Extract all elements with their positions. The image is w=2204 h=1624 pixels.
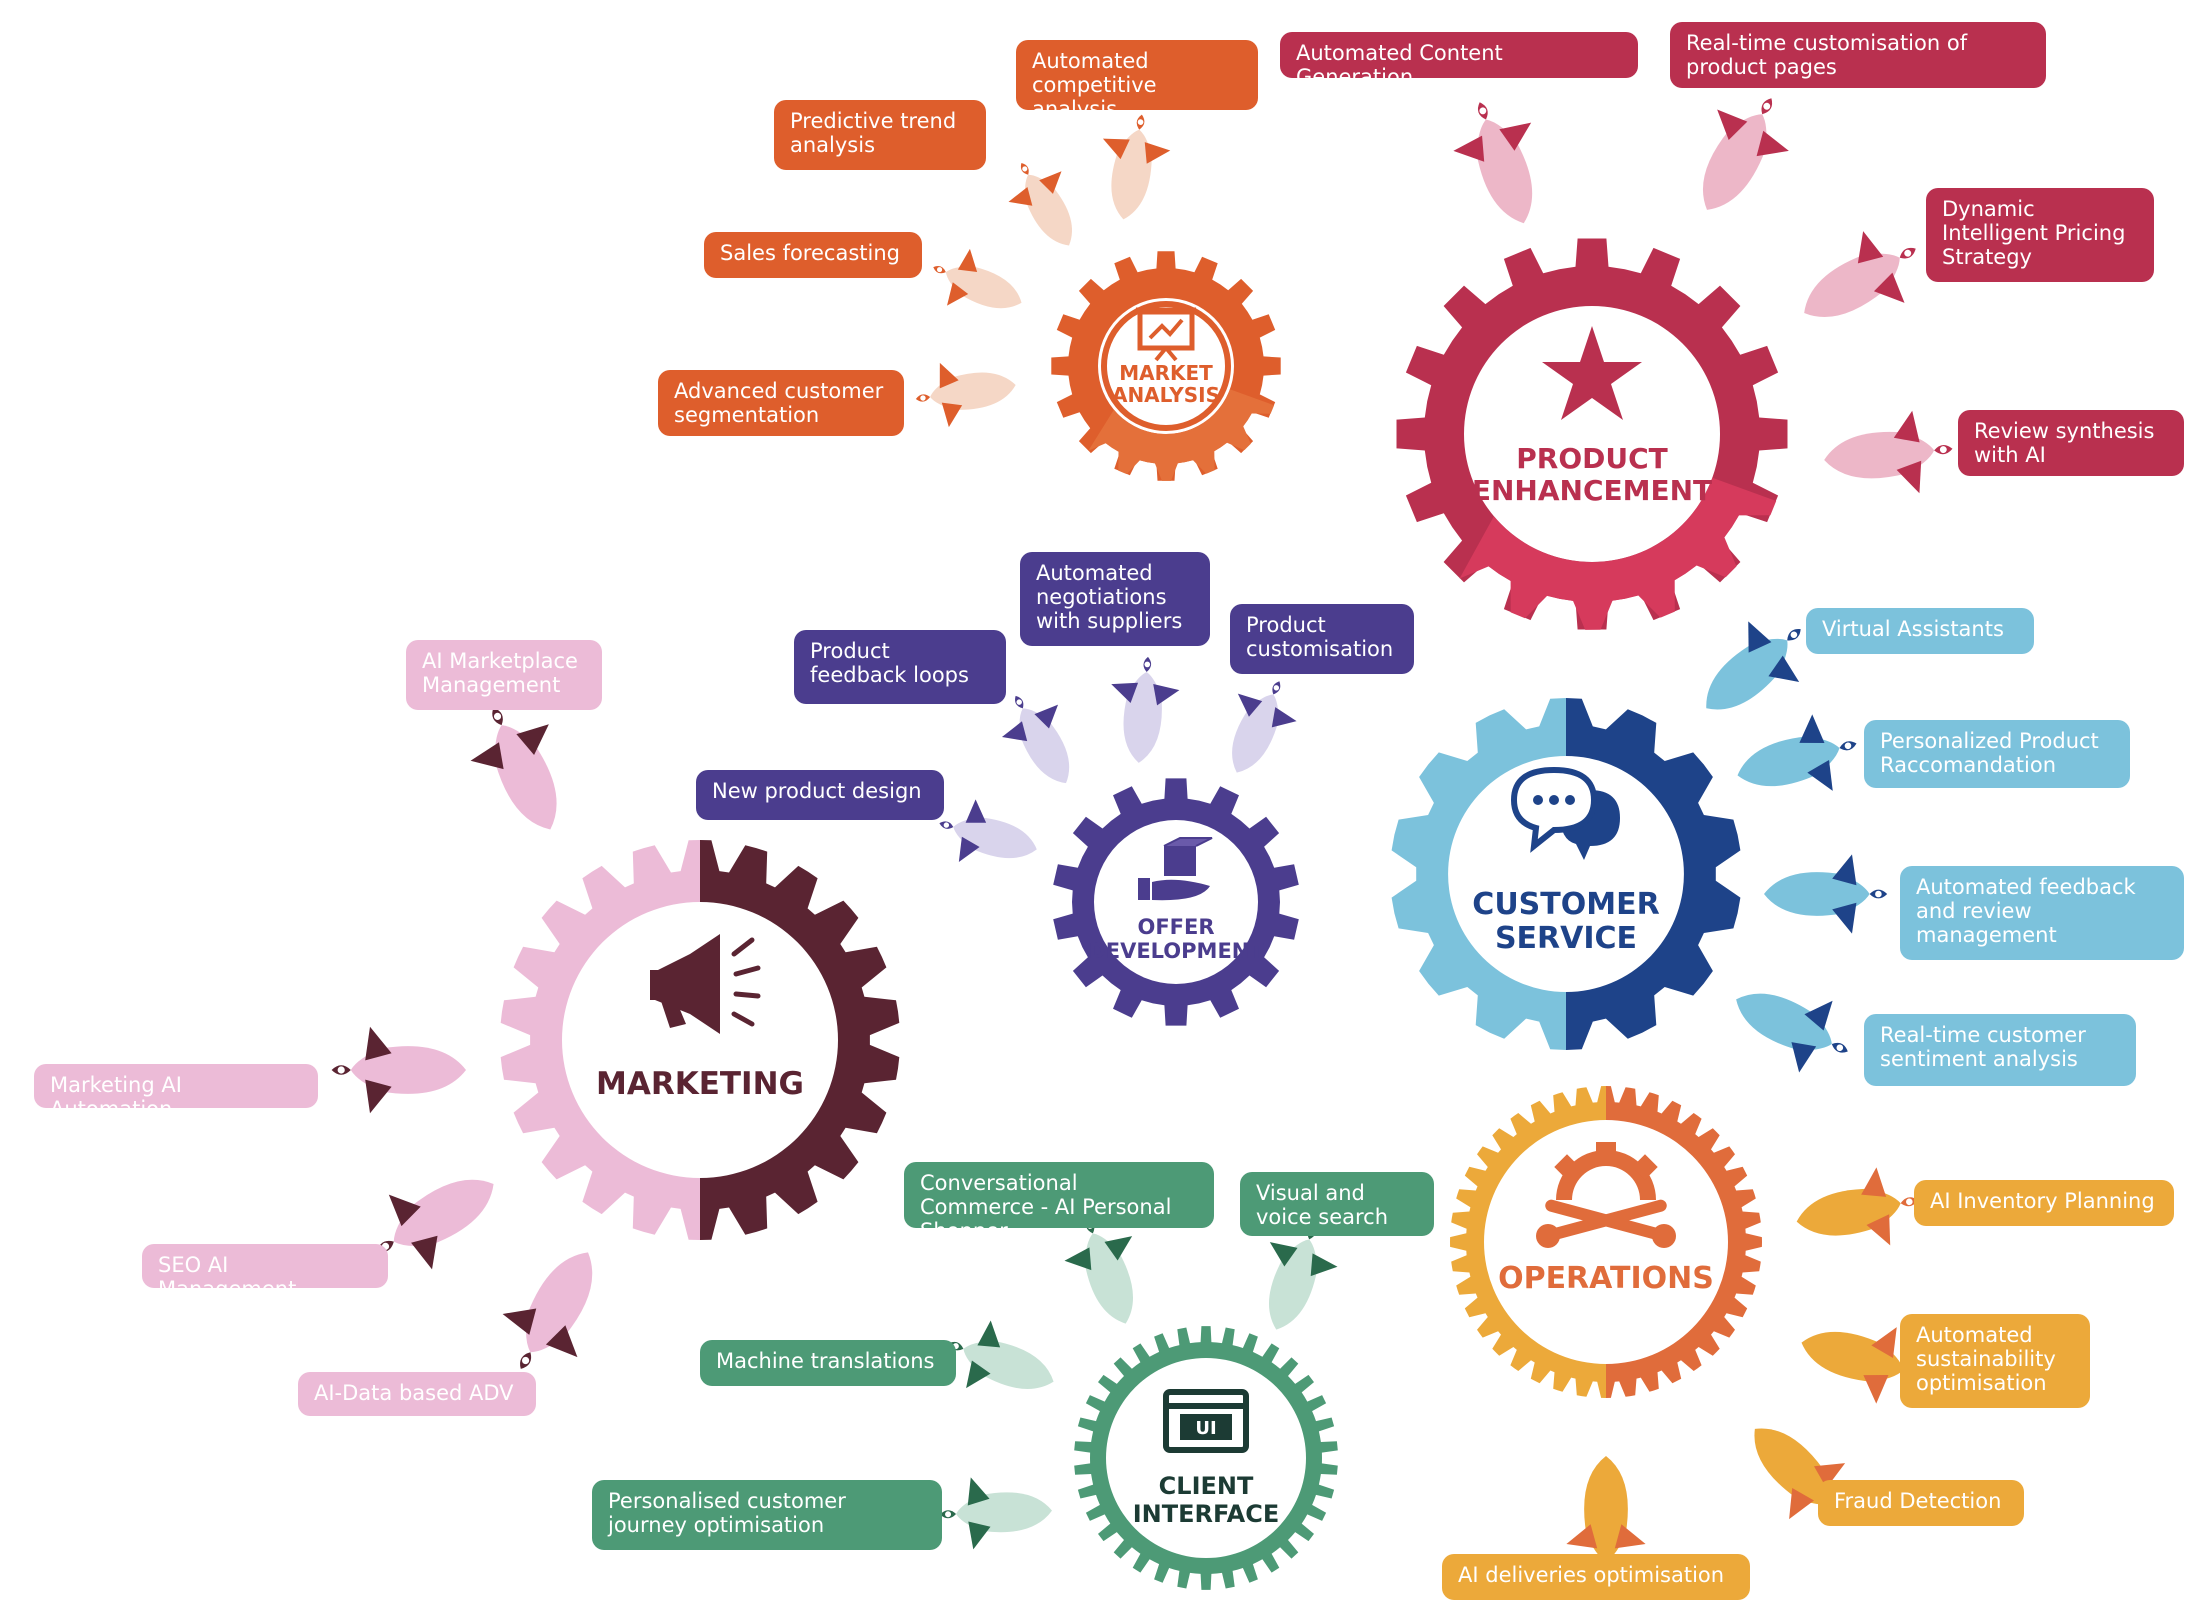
offer-development-title-1: OFFER — [1137, 915, 1214, 939]
customer-service-title-2: SERVICE — [1495, 921, 1637, 956]
rocket-offer-negotiations — [1111, 656, 1180, 763]
rocket-service-virtual — [1706, 621, 1801, 710]
hub-product-enhancement: PRODUCT ENHANCEMENT — [1396, 98, 1953, 630]
rocket-market-competitive — [1102, 114, 1171, 220]
label-service-personalized: Personalized Product Raccomandation — [1864, 720, 2130, 788]
label-service-sentiment: Real-time customer sentiment analysis — [1864, 1014, 2136, 1086]
label-marketing-adv: AI-Data based ADV — [298, 1372, 536, 1416]
gear-offer-development-body — [1053, 778, 1299, 1026]
box-in-hand-icon — [1138, 837, 1213, 901]
chat-bubbles-icon — [1510, 766, 1620, 860]
rocket-product-pricing — [1804, 231, 1916, 318]
gear-market-analysis — [1051, 251, 1281, 481]
rocket-client-visual — [1269, 1224, 1338, 1330]
gear-marketing-left-half — [500, 840, 700, 1240]
label-market-sales: Sales forecasting — [704, 232, 922, 278]
market-analysis-title-1: MARKET — [1119, 361, 1213, 385]
gear-client-interface — [1074, 1326, 1338, 1590]
rocket-market-segmentation — [915, 362, 1016, 428]
label-service-feedback: Automated feedback and review management — [1900, 866, 2184, 960]
rocket-client-journey — [940, 1477, 1052, 1550]
hub-market-analysis: MARKET ANALYSIS — [915, 114, 1281, 481]
rocket-service-feedback — [1764, 854, 1888, 934]
star-icon — [1542, 326, 1642, 420]
gear-market-analysis-highlight — [1088, 389, 1275, 481]
label-marketing-marketplace: AI Marketplace Management — [406, 640, 602, 710]
rocket-service-sentiment — [1736, 993, 1848, 1073]
rocket-client-translations — [948, 1320, 1054, 1389]
rocket-marketing-marketplace — [470, 707, 557, 830]
hub-customer-service: CUSTOMER SERVICE — [1391, 621, 1888, 1073]
market-analysis-title-2: ANALYSIS — [1112, 383, 1220, 407]
gear-operations — [1450, 1086, 1762, 1398]
gear-marketing — [500, 840, 900, 1240]
rocket-market-trend — [1008, 162, 1072, 246]
label-ops-deliveries: AI deliveries optimisation — [1442, 1554, 1750, 1600]
label-marketing-automation: Marketing AI Automation — [34, 1064, 318, 1121]
label-client-translations: Machine translations — [700, 1340, 956, 1386]
client-interface-title-2: INTERFACE — [1133, 1500, 1279, 1528]
label-product-review: Review synthesis with AI — [1958, 410, 2184, 476]
product-enhancement-title-1: PRODUCT — [1516, 442, 1668, 475]
label-product-pricing: Dynamic Intelligent Pricing Strategy — [1926, 188, 2154, 282]
hub-offer-development: OFFER DEVELOPMENT — [939, 656, 1299, 1026]
rocket-offer-feedback — [1001, 695, 1070, 784]
gear-product-enhancement-highlight — [1459, 477, 1777, 630]
label-ops-inventory: AI Inventory Planning — [1914, 1180, 2174, 1226]
gear-wrench-icon — [1536, 1142, 1676, 1248]
label-ops-fraud: Fraud Detection — [1818, 1480, 2024, 1526]
label-offer-customisation: Product customisation — [1230, 604, 1414, 674]
presentation-chart-icon — [1136, 307, 1196, 362]
ui-window-icon: UI — [1163, 1389, 1249, 1453]
customer-service-title-1: CUSTOMER — [1472, 887, 1659, 922]
gear-operations-left-half — [1450, 1086, 1606, 1398]
gear-product-enhancement — [1396, 238, 1788, 630]
gear-customer-service — [1391, 698, 1741, 1050]
rocket-marketing-adv — [502, 1252, 593, 1369]
client-interface-title-1: CLIENT — [1159, 1472, 1254, 1500]
label-market-segmentation: Advanced customer segmentation — [658, 370, 904, 436]
rocket-marketing-seo — [377, 1179, 494, 1270]
rocket-ops-inventory — [1796, 1167, 1918, 1246]
hub-client-interface: UI CLIENT INTERFACE — [940, 1218, 1338, 1590]
rocket-offer-design — [939, 799, 1037, 862]
label-offer-feedback: Product feedback loops — [794, 630, 1006, 704]
label-market-trend: Predictive trend analysis — [774, 100, 986, 170]
rocket-service-personalized — [1737, 714, 1857, 791]
hub-marketing: MARKETING — [331, 707, 900, 1369]
marketing-title: MARKETING — [596, 1066, 804, 1102]
rocket-product-content — [1453, 102, 1533, 224]
megaphone-icon — [650, 934, 761, 1034]
gear-customer-service-right-half — [1566, 698, 1741, 1050]
label-product-pages: Real-time customisation of product pages — [1670, 22, 2046, 88]
rocket-product-pages — [1702, 98, 1789, 210]
gear-offer-development — [1053, 778, 1299, 1026]
label-client-commerce: Conversational Commerce - AI Personal Sh… — [904, 1162, 1214, 1243]
label-market-competitive: Automated competitive analysis — [1016, 40, 1258, 121]
gear-customer-service-left-half — [1391, 698, 1566, 1050]
label-service-virtual: Virtual Assistants — [1806, 608, 2034, 654]
label-ops-sustainability: Automated sustainability optimisation — [1900, 1314, 2090, 1408]
rocket-offer-customisation — [1232, 681, 1297, 773]
label-marketing-seo: SEO AI Management — [142, 1244, 388, 1301]
gear-operations-right-half — [1606, 1086, 1762, 1398]
label-client-visual: Visual and voice search — [1240, 1172, 1434, 1236]
product-enhancement-title-2: ENHANCEMENT — [1472, 474, 1712, 507]
label-client-journey: Personalised customer journey optimisati… — [592, 1480, 942, 1550]
rocket-product-review — [1824, 410, 1953, 494]
label-offer-design: New product design — [696, 770, 944, 820]
offer-development-title-2: DEVELOPMENT — [1088, 939, 1264, 963]
label-product-content: Automated Content Generation — [1280, 32, 1638, 89]
gear-client-interface-body — [1074, 1326, 1338, 1590]
rocket-market-sales — [933, 248, 1022, 309]
svg-text:UI: UI — [1195, 1418, 1216, 1439]
label-offer-negotiations: Automated negotiations with suppliers — [1020, 552, 1210, 646]
rocket-marketing-automation — [331, 1026, 466, 1114]
gear-marketing-right-half — [700, 840, 900, 1240]
operations-title: OPERATIONS — [1498, 1261, 1714, 1296]
